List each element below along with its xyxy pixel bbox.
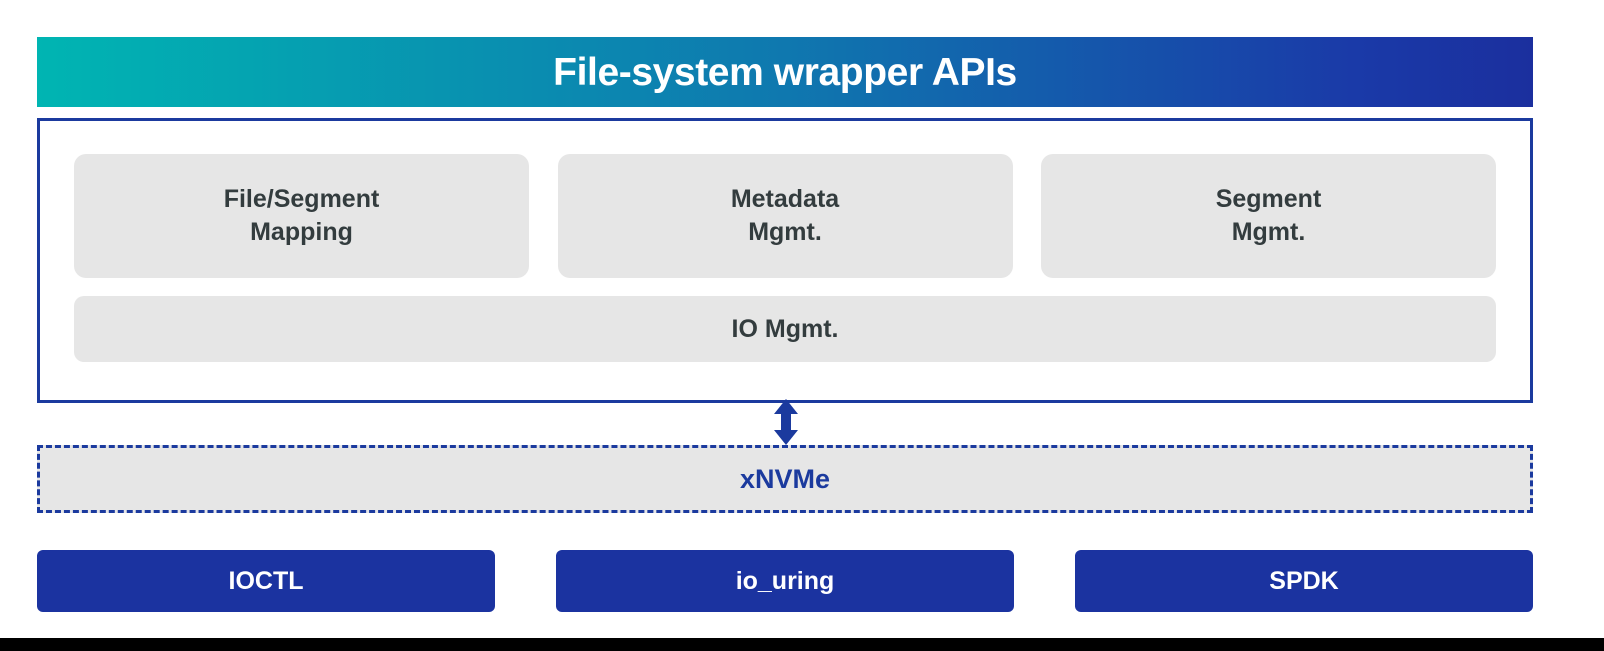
backend-label: io_uring: [735, 566, 835, 595]
module-card-segment-mgmt: Segment Mgmt.: [1041, 154, 1496, 278]
module-label: Segment Mgmt.: [1215, 185, 1322, 246]
double-headed-vertical-arrow-icon: [766, 399, 806, 445]
backend-card-spdk: SPDK: [1075, 550, 1533, 612]
backend-label: IOCTL: [228, 566, 304, 595]
module-card-io-mgmt: IO Mgmt.: [74, 296, 1496, 362]
backend-row: IOCTL io_uring SPDK: [37, 550, 1533, 612]
backend-card-io-uring: io_uring: [556, 550, 1014, 612]
wrapper-layer-container: File/Segment Mapping Metadata Mgmt. Segm…: [37, 118, 1533, 403]
module-card-metadata-mgmt: Metadata Mgmt.: [557, 154, 1013, 278]
backend-label: SPDK: [1269, 566, 1339, 595]
xnvme-layer: xNVMe: [37, 445, 1533, 513]
module-card-file-segment-mapping: File/Segment Mapping: [74, 154, 529, 278]
module-row: File/Segment Mapping Metadata Mgmt. Segm…: [74, 154, 1496, 278]
module-label: File/Segment Mapping: [223, 185, 380, 246]
module-label: Metadata Mgmt.: [730, 185, 840, 246]
xnvme-label: xNVMe: [739, 463, 831, 494]
file-system-wrapper-apis-header: File-system wrapper APIs: [37, 37, 1533, 107]
module-label: IO Mgmt.: [731, 314, 839, 343]
bottom-strip: [0, 638, 1604, 651]
backend-card-ioctl: IOCTL: [37, 550, 495, 612]
header-title: File-system wrapper APIs: [553, 50, 1017, 94]
